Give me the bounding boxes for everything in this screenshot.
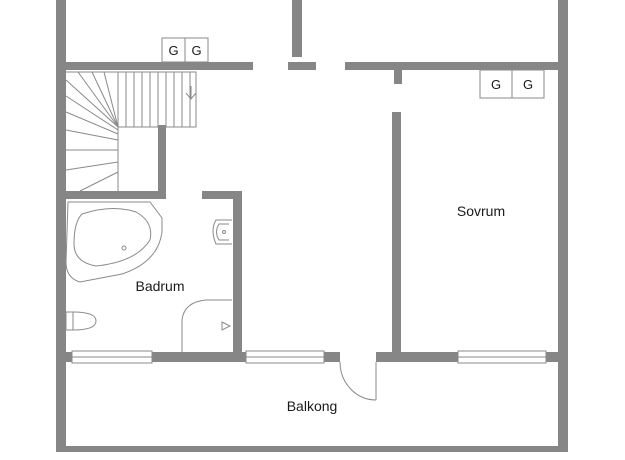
wall-upper-left <box>56 62 253 70</box>
wall-outer-right <box>558 0 568 452</box>
wardrobe-left: G G <box>161 37 209 63</box>
windows <box>71 350 547 364</box>
wall-bedroom-left <box>392 112 401 359</box>
corner-bathtub-icon <box>65 201 163 283</box>
room-label-bedroom: Sovrum <box>457 203 505 219</box>
wall-partition-top <box>292 0 302 57</box>
room-label-bathroom: Badrum <box>135 278 184 294</box>
wall-upper-right <box>345 62 568 70</box>
wardrobe-label: G <box>491 77 501 92</box>
wardrobe-label: G <box>523 77 533 92</box>
wall-stair-right <box>158 125 166 199</box>
wall-outer-left <box>56 0 66 452</box>
wall-bathroom-right <box>233 191 242 359</box>
bathroom-fixtures <box>65 201 232 352</box>
walls <box>56 0 568 452</box>
wall-bathroom-top-stub <box>202 191 242 199</box>
shower-icon <box>181 299 232 352</box>
wardrobe-label: G <box>168 43 178 58</box>
wall-corridor-stub <box>288 62 316 70</box>
wall-balcony-left <box>56 352 340 362</box>
wall-bedroom-stub <box>394 62 402 84</box>
sink-icon <box>212 219 232 245</box>
wardrobe-right: G G <box>479 69 545 99</box>
wall-stair-bottom <box>56 191 164 199</box>
staircase <box>65 71 197 192</box>
wall-balcony-edge <box>56 446 568 452</box>
toilet-icon <box>65 311 97 331</box>
room-label-balcony: Balkong <box>287 398 338 414</box>
wardrobe-label: G <box>191 43 201 58</box>
balcony-door <box>339 361 377 401</box>
